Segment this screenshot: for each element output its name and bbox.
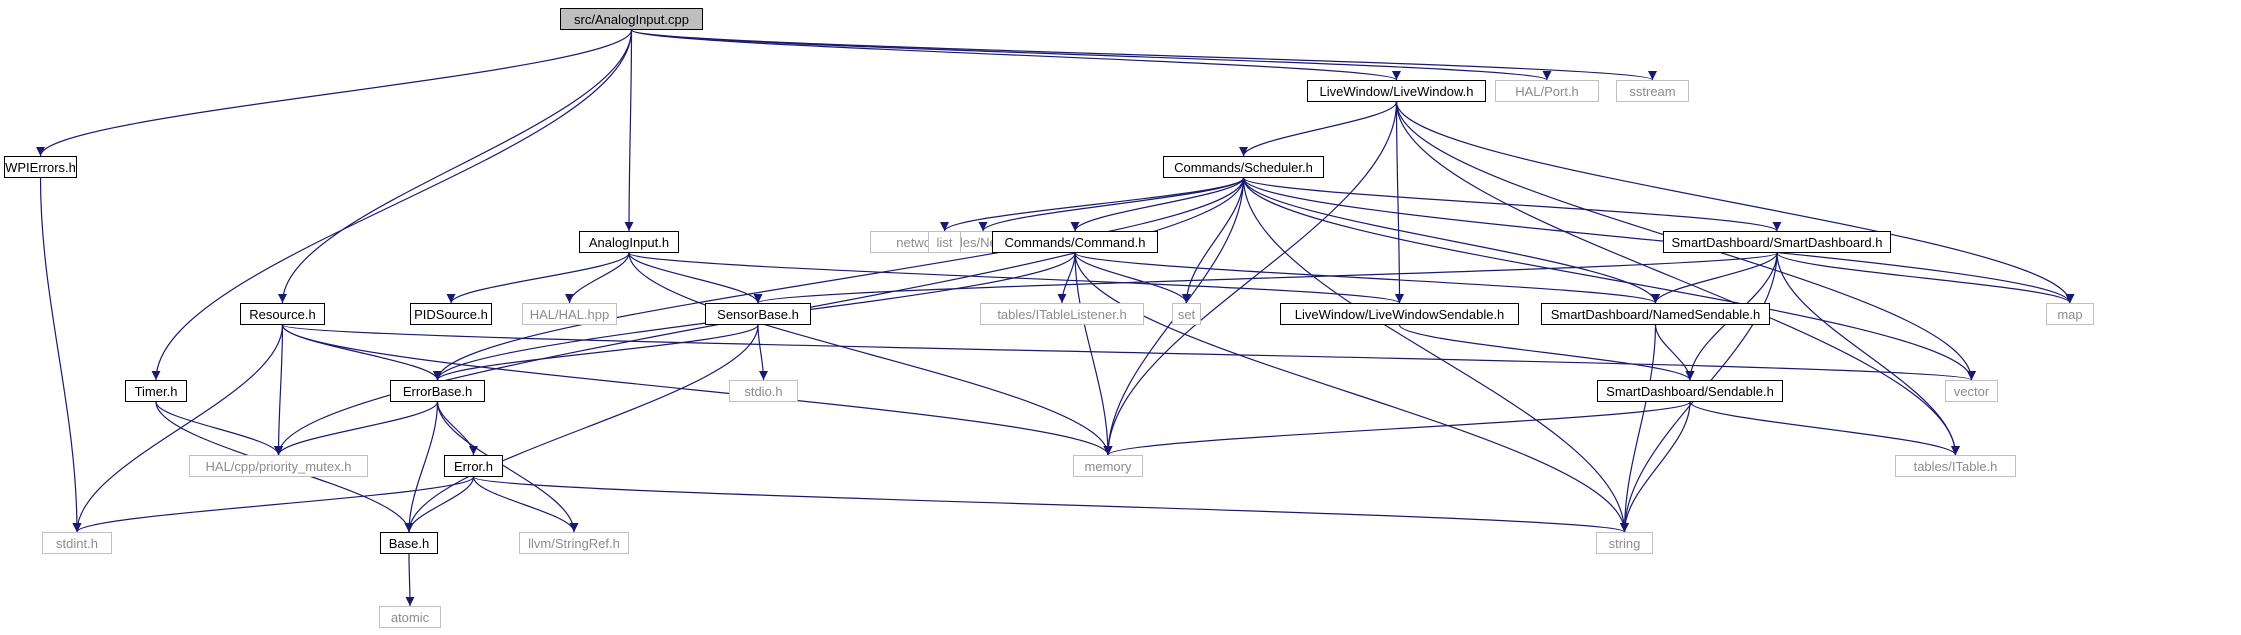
graph-node-list: list <box>928 231 961 253</box>
edge-sendable-to-memory <box>1103 401 1691 456</box>
edge-sendable-to-string <box>1620 401 1691 533</box>
edge-analoginput-cpp-to-halport <box>630 29 1552 81</box>
graph-node-command[interactable]: Commands/Command.h <box>992 231 1158 253</box>
edge-resource-to-vector <box>281 324 1976 381</box>
edge-scheduler-to-map <box>1242 177 2075 304</box>
graph-node-map: map <box>2046 303 2094 325</box>
edge-resource-to-memory <box>281 324 1113 456</box>
graph-node-resource[interactable]: Resource.h <box>240 303 325 325</box>
edge-analoginput-h-to-halhpp <box>565 252 630 304</box>
edge-scheduler-to-errorbase <box>433 177 1245 381</box>
edge-smartdashboard-to-namedsendable <box>1651 252 1778 304</box>
edge-resource-to-errorbase <box>281 324 442 381</box>
graph-node-atomic: atomic <box>379 606 441 628</box>
edge-errorbase-to-base <box>404 401 439 533</box>
edge-smartdashboard-to-map <box>1776 252 2075 304</box>
graph-node-smartdashboard[interactable]: SmartDashboard/SmartDashboard.h <box>1663 231 1891 253</box>
edge-analoginput-cpp-to-livewindow <box>630 29 1401 81</box>
edge-namedsendable-to-sendable <box>1654 324 1695 381</box>
edge-scheduler-to-namedsendable <box>1242 177 1660 304</box>
edge-wpierrors-to-stdint <box>39 177 82 533</box>
graph-node-sstream: sstream <box>1616 80 1689 102</box>
edge-error-to-stdint <box>72 476 475 533</box>
edge-sendable-to-itable <box>1689 401 1960 456</box>
edge-analoginput-h-to-sensorbase <box>628 252 763 304</box>
graph-node-timer[interactable]: Timer.h <box>125 380 187 402</box>
graph-node-base[interactable]: Base.h <box>380 532 438 554</box>
graph-node-sensorbase[interactable]: SensorBase.h <box>705 303 811 325</box>
graph-node-analoginput-cpp[interactable]: src/AnalogInput.cpp <box>560 8 703 30</box>
edge-lwsendable-to-sendable <box>1398 324 1695 381</box>
edge-scheduler-to-networktable <box>978 177 1245 232</box>
edge-base-to-atomic <box>405 553 415 607</box>
edge-scheduler-to-smartdashboard <box>1242 177 1782 232</box>
graph-node-stdio: stdio.h <box>729 380 798 402</box>
edge-sensorbase-to-errorbase <box>433 324 759 381</box>
graph-node-vector: vector <box>1945 380 1998 402</box>
edge-resource-to-priomutex <box>274 324 284 456</box>
edge-livewindow-to-itable <box>1395 101 1960 456</box>
edge-livewindow-to-lwsendable <box>1394 101 1404 304</box>
edge-analoginput-cpp-to-wpierrors <box>36 29 633 157</box>
edge-command-to-string <box>1074 252 1629 533</box>
edge-errorbase-to-stringref <box>436 401 579 533</box>
graph-node-error[interactable]: Error.h <box>444 455 503 477</box>
graph-node-itable: tables/ITable.h <box>1895 455 2016 477</box>
edge-livewindow-to-scheduler <box>1239 101 1398 157</box>
edge-error-to-string <box>472 476 1629 533</box>
graph-node-itablelistener: tables/ITableListener.h <box>980 303 1144 325</box>
graph-node-stringref: llvm/StringRef.h <box>519 532 629 554</box>
edge-timer-to-priomutex <box>155 401 283 456</box>
edge-command-to-set <box>1074 252 1191 304</box>
graph-node-priomutex: HAL/cpp/priority_mutex.h <box>189 455 368 477</box>
graph-node-analoginput-h[interactable]: AnalogInput.h <box>579 231 679 253</box>
graph-node-scheduler[interactable]: Commands/Scheduler.h <box>1163 156 1324 178</box>
edge-errorbase-to-priomutex <box>274 401 439 456</box>
edge-analoginput-cpp-to-resource <box>278 29 633 304</box>
graph-node-pidsource[interactable]: PIDSource.h <box>410 303 492 325</box>
edge-smartdashboard-to-sensorbase <box>754 252 1778 304</box>
graph-node-sendable[interactable]: SmartDashboard/Sendable.h <box>1597 380 1783 402</box>
graph-node-halport: HAL/Port.h <box>1495 80 1599 102</box>
graph-node-string: string <box>1596 532 1653 554</box>
edge-scheduler-to-command <box>1070 177 1245 232</box>
graph-node-set: set <box>1172 303 1201 325</box>
edge-command-to-memory <box>1074 252 1113 456</box>
edge-analoginput-h-to-memory <box>628 252 1113 456</box>
edge-scheduler-to-vector <box>1242 177 1976 381</box>
edge-livewindow-to-map <box>1395 101 2075 304</box>
graph-node-stdint: stdint.h <box>42 532 112 554</box>
graph-node-wpierrors[interactable]: WPIErrors.h <box>4 156 77 178</box>
graph-node-memory: memory <box>1073 455 1143 477</box>
edge-namedsendable-to-string <box>1620 324 1657 533</box>
graph-node-errorbase[interactable]: ErrorBase.h <box>390 380 485 402</box>
graph-node-halhpp: HAL/HAL.hpp <box>522 303 617 325</box>
edge-errorbase-to-error <box>436 401 478 456</box>
edge-command-to-namedsendable <box>1074 252 1660 304</box>
edge-error-to-base <box>404 476 475 533</box>
graph-node-namedsendable[interactable]: SmartDashboard/NamedSendable.h <box>1541 303 1770 325</box>
graph-node-lwsendable[interactable]: LiveWindow/LiveWindowSendable.h <box>1280 303 1519 325</box>
edge-scheduler-to-string <box>1242 177 1629 533</box>
edge-error-to-stringref <box>472 476 579 533</box>
edge-resource-to-stdint <box>72 324 284 533</box>
edge-analoginput-cpp-to-timer <box>151 29 633 381</box>
edge-scheduler-to-set <box>1182 177 1245 304</box>
graph-node-livewindow[interactable]: LiveWindow/LiveWindow.h <box>1307 80 1486 102</box>
edge-scheduler-to-list <box>940 177 1245 232</box>
edge-sensorbase-to-base <box>404 324 759 533</box>
edge-analoginput-cpp-to-analoginput-h <box>624 29 634 232</box>
edge-sensorbase-to-stdio <box>757 324 768 381</box>
edge-analoginput-cpp-to-sstream <box>630 29 1657 81</box>
edge-smartdashboard-to-itable <box>1776 252 1960 456</box>
edge-analoginput-h-to-pidsource <box>446 252 630 304</box>
